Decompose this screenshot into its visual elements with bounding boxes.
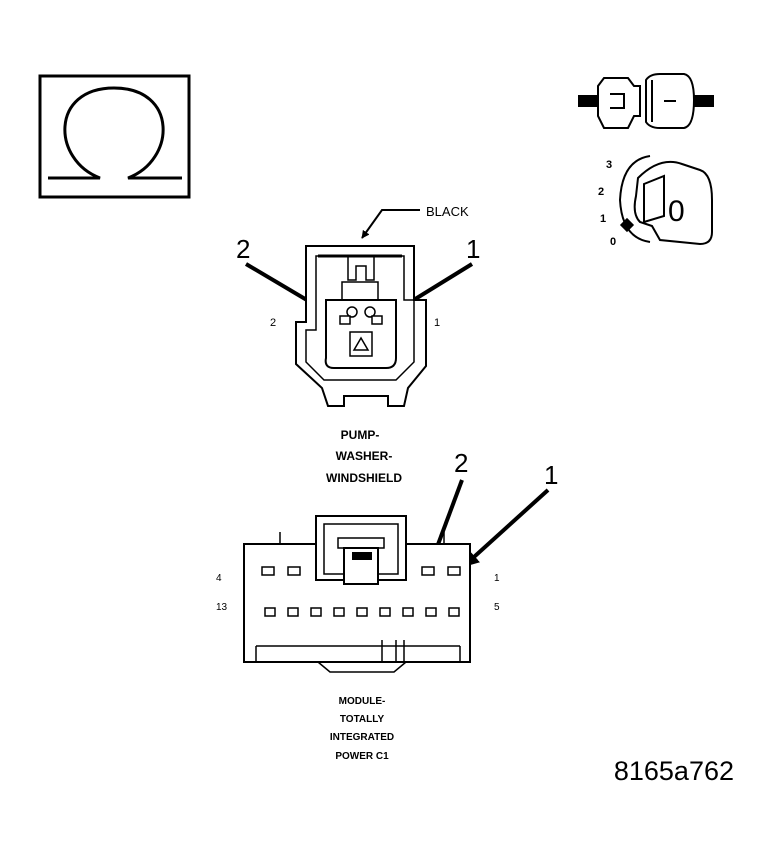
pump-caption-line-1: PUMP- bbox=[341, 428, 380, 442]
black-color-callout: BLACK bbox=[426, 204, 469, 219]
module-caption-line-1: MODULE- bbox=[339, 696, 386, 707]
switch-position-1: 1 bbox=[600, 213, 606, 225]
module-caption-line-3: INTEGRATED bbox=[330, 732, 394, 743]
module-pin-label-13: 13 bbox=[216, 602, 228, 613]
switch-position-0: 0 bbox=[610, 236, 616, 248]
tipm-c1-connector: 2 1 4 1 13 5 bbox=[216, 448, 558, 762]
module-caption-line-2: TOTALLY bbox=[340, 714, 385, 725]
connector-plug-icon bbox=[578, 73, 714, 129]
rotary-switch-icon: 3 2 1 0 0 bbox=[598, 155, 713, 248]
ohm-icon bbox=[48, 86, 182, 180]
ohmmeter-symbol bbox=[38, 74, 191, 199]
pump-caption-line-3: WINDSHIELD bbox=[326, 471, 402, 485]
pump-pin-label-2: 2 bbox=[270, 317, 276, 329]
switch-position-2: 2 bbox=[598, 186, 604, 198]
pump-callout-2: 2 bbox=[236, 234, 250, 264]
switch-position-display: 0 bbox=[668, 195, 685, 228]
module-pins-bottom-row bbox=[264, 607, 460, 617]
module-callout-2: 2 bbox=[454, 448, 468, 478]
module-callout-1: 1 bbox=[544, 460, 558, 490]
pump-washer-connector: BLACK 2 1 2 1 PUMP- WASHER- WINDSHIELD bbox=[236, 204, 480, 485]
module-pins-top-row bbox=[261, 566, 461, 576]
pump-callout-1: 1 bbox=[466, 234, 480, 264]
module-pin-label-1: 1 bbox=[494, 573, 500, 584]
module-caption-line-4: POWER C1 bbox=[335, 751, 389, 762]
pump-caption-line-2: WASHER- bbox=[336, 449, 393, 463]
module-pin-label-4: 4 bbox=[216, 573, 222, 584]
switch-position-3: 3 bbox=[606, 159, 612, 171]
figure-id: 8165a762 bbox=[614, 756, 734, 786]
pump-pin-label-1: 1 bbox=[434, 317, 440, 329]
module-pin-label-5: 5 bbox=[494, 602, 500, 613]
